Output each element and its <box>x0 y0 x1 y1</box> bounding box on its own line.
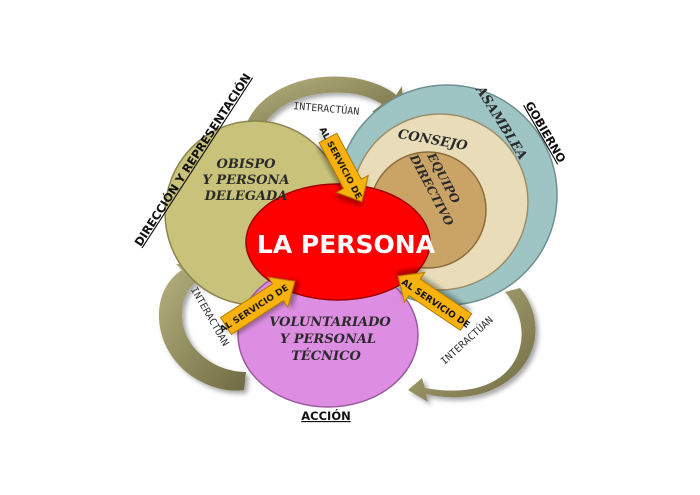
svg-text:Y PERSONAL: Y PERSONAL <box>280 332 376 347</box>
swoosh-right <box>408 288 536 402</box>
arrow-right <box>397 271 473 331</box>
obispo-label: OBISPO Y PERSONA DELEGADA <box>203 157 290 204</box>
swoosh-left <box>158 262 246 391</box>
svg-text:DELEGADA: DELEGADA <box>204 189 288 204</box>
swoosh-top <box>245 76 404 130</box>
center-label: LA PERSONA <box>257 230 436 259</box>
interactuan-top: INTERACTÚAN <box>293 99 360 118</box>
label-accion: ACCIÓN <box>301 408 350 423</box>
voluntariado-label: VOLUNTARIADO Y PERSONAL TÉCNICO <box>269 315 391 364</box>
svg-text:Y PERSONA: Y PERSONA <box>203 173 290 188</box>
persona-circle <box>245 183 431 301</box>
svg-text:OBISPO: OBISPO <box>217 157 277 172</box>
svg-text:TÉCNICO: TÉCNICO <box>291 348 361 364</box>
svg-text:VOLUNTARIADO: VOLUNTARIADO <box>269 315 391 330</box>
